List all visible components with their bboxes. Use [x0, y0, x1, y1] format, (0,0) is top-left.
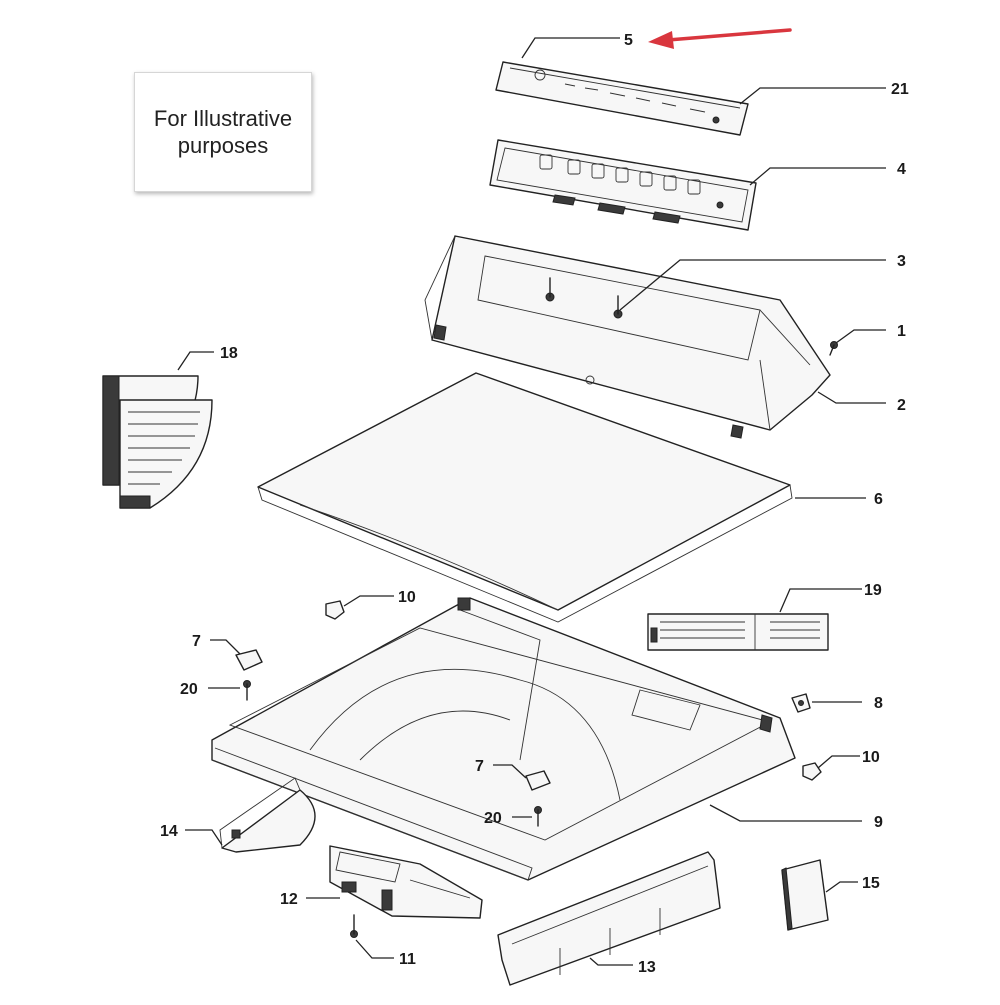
callout-18: 18: [220, 345, 238, 362]
part-1-screw: [829, 341, 838, 356]
part-11-screw: [350, 914, 358, 938]
callout-15: 15: [862, 875, 880, 892]
part-20-screw-upper: [243, 680, 251, 701]
illustrative-note: For Illustrative purposes: [134, 72, 312, 192]
part-6-lid: [257, 372, 793, 623]
highlight-arrow: [648, 28, 792, 49]
callout-14: 14: [160, 823, 178, 840]
callout-7-lower: 7: [475, 758, 484, 775]
part-5-control-overlay: [495, 61, 749, 136]
callout-10-left: 10: [398, 589, 416, 606]
callout-20-upper: 20: [180, 681, 198, 698]
part-18-label-sheets: [102, 375, 213, 509]
callout-4: 4: [897, 161, 906, 178]
illustrative-note-line-2: purposes: [177, 133, 269, 158]
part-3-screws: [545, 277, 623, 319]
part-15-manual: [781, 859, 829, 931]
callout-21: 21: [891, 81, 909, 98]
part-19-warning-label: [647, 613, 829, 651]
callout-6: 6: [874, 491, 883, 508]
callout-20-lower: 20: [484, 810, 502, 827]
callout-12: 12: [280, 891, 298, 908]
callout-7-upper: 7: [192, 633, 201, 650]
callout-8: 8: [874, 695, 883, 712]
part-4-control-board: [489, 139, 757, 231]
callout-19: 19: [864, 582, 882, 599]
part-7-lid-switch-upper: [235, 649, 263, 671]
part-9-top-cover: [211, 597, 796, 881]
part-10-clip-left: [325, 600, 345, 620]
part-8-clip: [791, 693, 811, 713]
part-14-bracket: [219, 777, 316, 853]
callout-13: 13: [638, 959, 656, 976]
part-13-front-trim: [497, 851, 721, 986]
part-10-clip-right: [802, 762, 822, 781]
callout-10-right: 10: [862, 749, 880, 766]
callout-5: 5: [624, 32, 633, 49]
part-2-console: [424, 235, 831, 439]
callout-3: 3: [897, 253, 906, 270]
callout-1: 1: [897, 323, 906, 340]
part-20-screw-lower: [534, 806, 542, 827]
part-7-lid-switch-lower: [525, 770, 551, 791]
illustrative-note-line-1: For Illustrative: [153, 106, 293, 131]
callout-9: 9: [874, 814, 883, 831]
callout-2: 2: [897, 397, 906, 414]
leader-lines: [177, 37, 886, 966]
callout-11: 11: [399, 951, 416, 968]
part-12-latch-assembly: [329, 845, 483, 919]
